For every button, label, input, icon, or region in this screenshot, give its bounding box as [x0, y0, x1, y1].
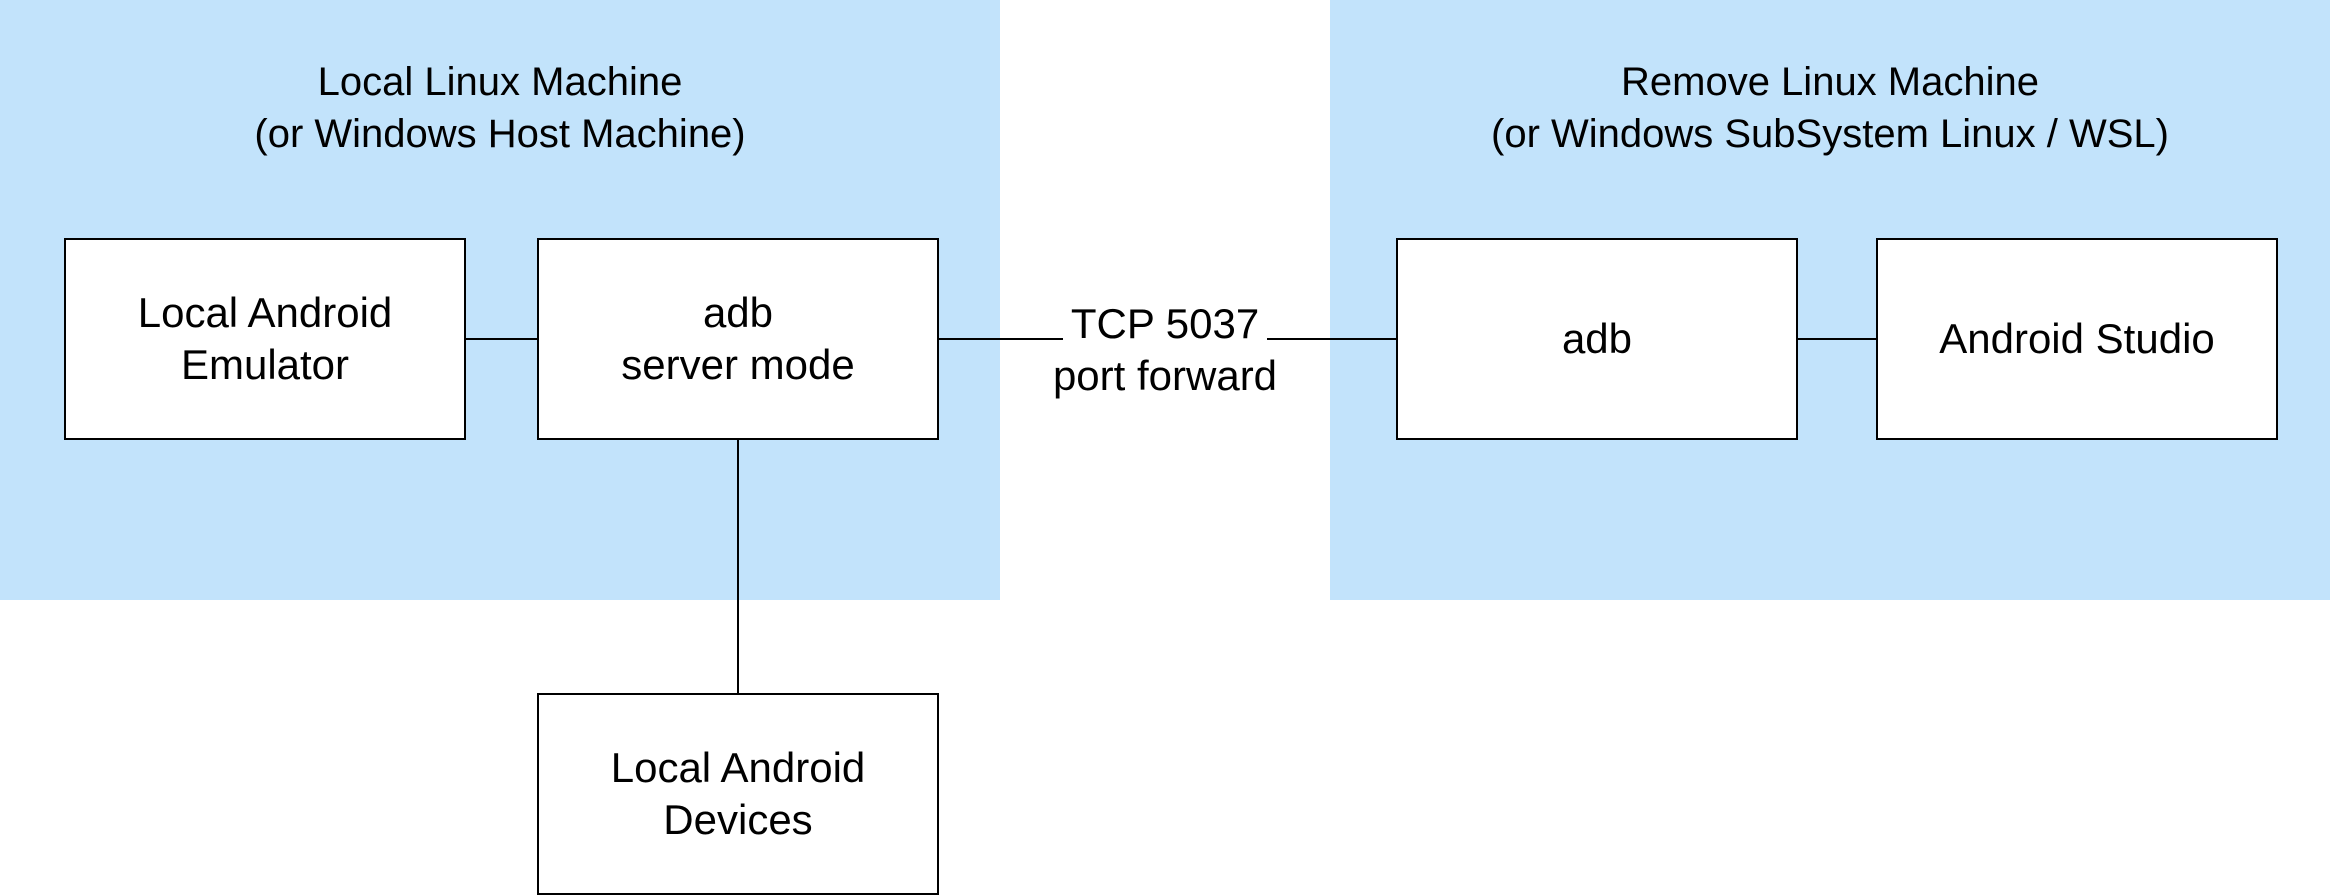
local-android-devices-line1: Local Android: [610, 744, 866, 791]
adb-server-mode-node: adb server mode: [537, 238, 939, 440]
connector-adb-forward-right: [1267, 338, 1396, 340]
connector-adb-forward-left: [939, 338, 1063, 340]
remote-machine-title-line2: (or Windows SubSystem Linux / WSL): [1491, 112, 2169, 156]
adb-server-mode-line2: server mode: [621, 341, 855, 388]
connector-adb-studio: [1798, 338, 1876, 340]
local-android-emulator-line1: Local Android: [137, 289, 393, 336]
android-studio-label: Android Studio: [1939, 315, 2215, 362]
connector-adb-devices: [737, 440, 739, 693]
remote-machine-title-line1: Remove Linux Machine: [1621, 60, 2039, 104]
port-forward-label-line2: port forward: [1052, 352, 1278, 399]
local-android-devices-line2: Devices: [663, 796, 813, 843]
local-android-devices-node: Local Android Devices: [537, 693, 939, 895]
local-machine-title-line1: Local Linux Machine: [317, 60, 683, 104]
port-forward-label: TCP 5037 port forward: [1040, 298, 1290, 402]
local-android-emulator-line2: Emulator: [180, 341, 350, 388]
local-android-emulator-node: Local Android Emulator: [64, 238, 466, 440]
remote-machine-title: Remove Linux Machine (or Windows SubSyst…: [1330, 56, 2330, 160]
port-forward-label-line1: TCP 5037: [1070, 300, 1260, 347]
connector-emulator-adb: [466, 338, 537, 340]
android-studio-node: Android Studio: [1876, 238, 2278, 440]
remote-adb-node: adb: [1396, 238, 1798, 440]
local-machine-title: Local Linux Machine (or Windows Host Mac…: [0, 56, 1000, 160]
local-machine-title-line2: (or Windows Host Machine): [254, 112, 746, 156]
remote-adb-label: adb: [1561, 315, 1633, 362]
adb-server-mode-line1: adb: [702, 289, 774, 336]
